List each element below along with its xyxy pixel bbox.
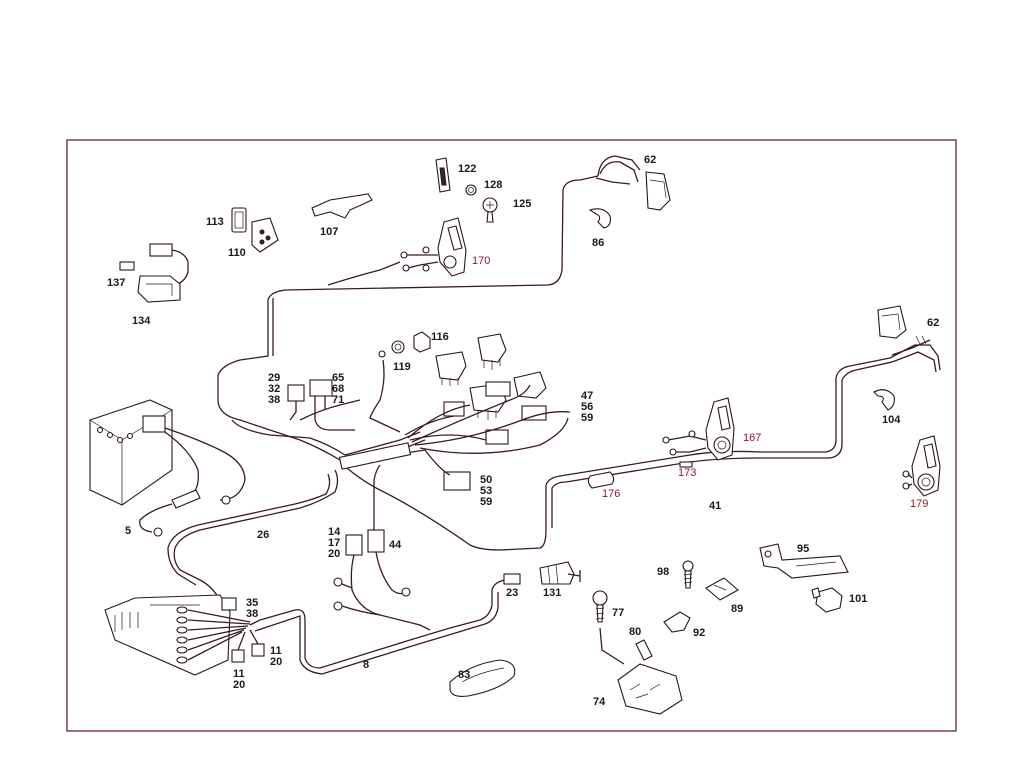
callout-label: 59 bbox=[581, 412, 593, 424]
callout-label: 62 bbox=[927, 317, 939, 329]
callout-label: 131 bbox=[543, 587, 561, 599]
callout-label: 20 bbox=[270, 656, 282, 668]
relay-cluster bbox=[338, 331, 571, 491]
callout-label: 86 bbox=[592, 237, 604, 249]
callout-label: 38 bbox=[246, 608, 258, 620]
callout-label: 104 bbox=[882, 414, 901, 426]
callout-label: 47 bbox=[581, 390, 593, 402]
callout-label: 170 bbox=[472, 255, 490, 267]
callout-label: 128 bbox=[484, 179, 502, 191]
callout-label: 122 bbox=[458, 163, 476, 175]
callout-label: 8 bbox=[363, 659, 369, 671]
callout-label: 59 bbox=[480, 496, 492, 508]
callout-label: 23 bbox=[506, 587, 518, 599]
callout-label: 119 bbox=[393, 361, 411, 373]
callout-label: 20 bbox=[328, 548, 340, 560]
connectors-center bbox=[287, 350, 431, 631]
callout-label: 125 bbox=[513, 198, 531, 210]
callout-label: 29 bbox=[268, 372, 280, 384]
callout-label: 53 bbox=[480, 485, 492, 497]
callout-label: 26 bbox=[257, 529, 269, 541]
callout-label: 11 bbox=[270, 645, 282, 657]
callout-label: 14 bbox=[328, 526, 341, 538]
callout-label: 20 bbox=[233, 679, 245, 691]
callout-label: 95 bbox=[797, 543, 809, 555]
callout-label: 11 bbox=[233, 668, 245, 680]
battery-connector bbox=[142, 415, 166, 433]
callout-label: 98 bbox=[657, 566, 669, 578]
callout-label: 50 bbox=[480, 474, 492, 486]
callout-label: 92 bbox=[693, 627, 705, 639]
battery bbox=[89, 399, 246, 537]
callout-label: 167 bbox=[743, 432, 761, 444]
callout-label: 65 bbox=[332, 372, 344, 384]
callout-label: 68 bbox=[332, 383, 344, 395]
callout-label: 107 bbox=[320, 226, 338, 238]
right-parts bbox=[587, 305, 941, 497]
callout-label: 32 bbox=[268, 383, 280, 395]
callout-label: 101 bbox=[849, 593, 867, 605]
callout-label: 134 bbox=[132, 315, 151, 327]
top-parts bbox=[119, 155, 671, 303]
main-harness bbox=[167, 175, 893, 675]
callout-label: 110 bbox=[228, 247, 246, 259]
callout-label: 74 bbox=[593, 696, 606, 708]
callout-label: 35 bbox=[246, 597, 258, 609]
callout-label: 62 bbox=[644, 154, 656, 166]
callout-label: 179 bbox=[910, 498, 928, 510]
callout-label: 71 bbox=[332, 394, 344, 406]
callout-label: 80 bbox=[629, 626, 641, 638]
callout-label: 89 bbox=[731, 603, 743, 615]
callout-label: 17 bbox=[328, 537, 340, 549]
callout-label: 113 bbox=[206, 216, 224, 228]
callout-label: 173 bbox=[678, 467, 696, 479]
callout-label: 56 bbox=[581, 401, 593, 413]
callout-label: 41 bbox=[709, 500, 721, 512]
callout-label: 44 bbox=[389, 539, 402, 551]
callout-label: 137 bbox=[107, 277, 125, 289]
callout-label: 5 bbox=[125, 525, 131, 537]
callout-labels: 62 122 128 125 86 113 110 107 170 137 13… bbox=[107, 154, 939, 708]
callout-label: 176 bbox=[602, 488, 620, 500]
fuse-box-terminals bbox=[176, 606, 188, 664]
harness-sleeve bbox=[338, 442, 412, 470]
fuse-box bbox=[104, 594, 265, 676]
callout-label: 77 bbox=[612, 607, 624, 619]
bottom-parts bbox=[449, 543, 849, 715]
callout-label: 83 bbox=[458, 669, 470, 681]
callout-label: 116 bbox=[431, 331, 449, 343]
diagram-frame bbox=[66, 139, 957, 732]
callout-label: 38 bbox=[268, 394, 280, 406]
